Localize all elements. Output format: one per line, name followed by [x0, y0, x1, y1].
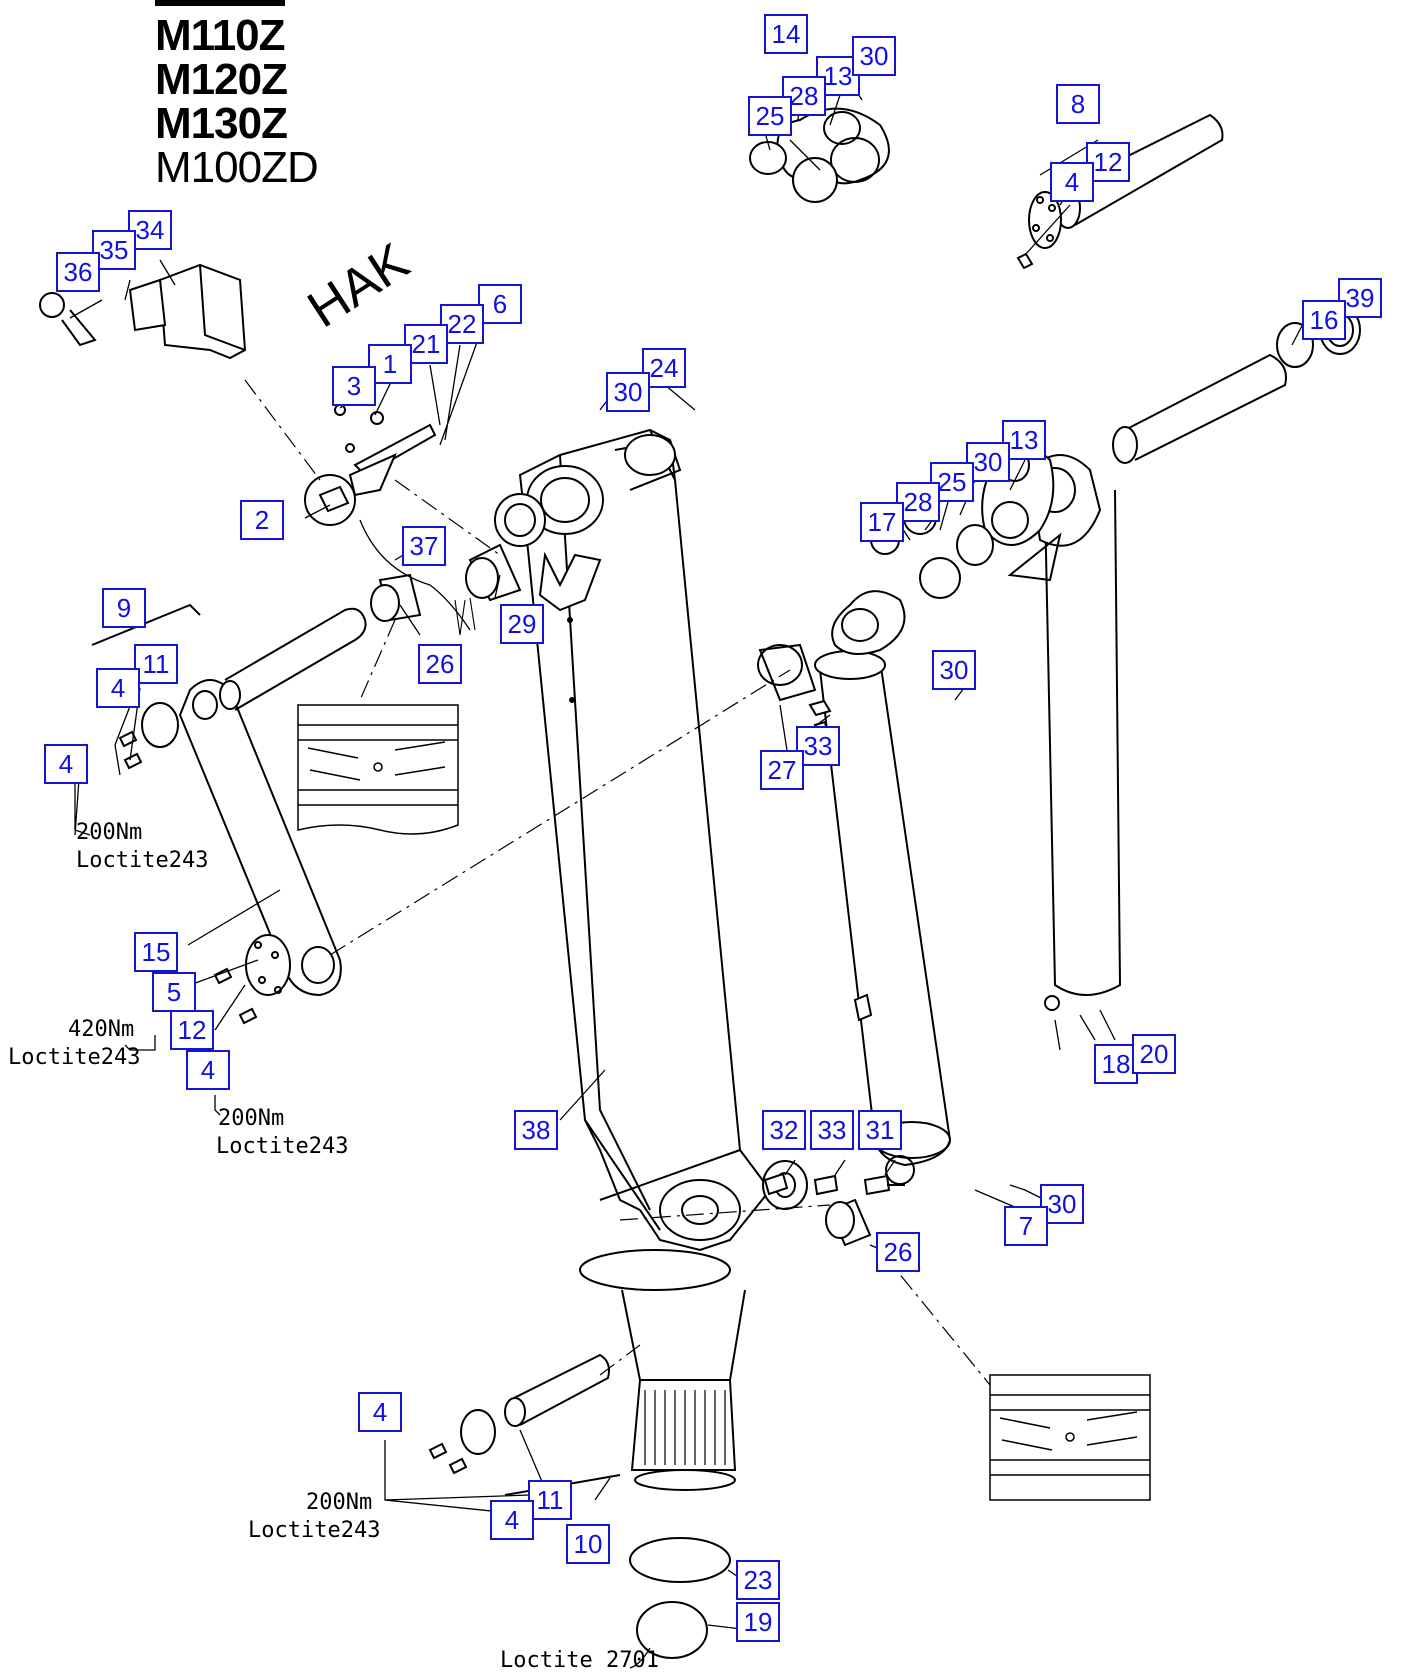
part-callout-25[interactable]: 25: [748, 96, 792, 136]
part-callout-2[interactable]: 2: [240, 500, 284, 540]
part-callout-19[interactable]: 19: [736, 1602, 780, 1642]
loctite-note-b: Loctite243: [8, 1045, 141, 1070]
model-title-m100zd: M100ZD: [155, 143, 319, 192]
part-callout-4[interactable]: 4: [96, 668, 140, 708]
part-callout-30[interactable]: 30: [852, 36, 896, 76]
part-callout-4[interactable]: 4: [358, 1392, 402, 1432]
part-callout-4[interactable]: 4: [186, 1050, 230, 1090]
cap-19: [636, 1601, 708, 1659]
part-callout-9[interactable]: 9: [102, 588, 146, 628]
part-callout-30[interactable]: 30: [606, 372, 650, 412]
part-callout-32[interactable]: 32: [762, 1110, 806, 1150]
part-callout-29[interactable]: 29: [500, 604, 544, 644]
main-boom: [494, 428, 808, 1491]
part-callout-37[interactable]: 37: [402, 526, 446, 566]
part-callout-36[interactable]: 36: [56, 252, 100, 292]
part-callout-8[interactable]: 8: [1056, 84, 1100, 124]
part-callout-33[interactable]: 33: [810, 1110, 854, 1150]
torque-note-200-b: 200Nm: [218, 1106, 285, 1131]
part-callout-30[interactable]: 30: [932, 650, 976, 690]
part-callout-7[interactable]: 7: [1004, 1206, 1048, 1246]
loctite-note-c: Loctite243: [216, 1134, 349, 1159]
section-detail-lower: [989, 1374, 1151, 1501]
part-callout-33[interactable]: 33: [796, 726, 840, 766]
part-callout-26[interactable]: 26: [418, 644, 462, 684]
part-callout-5[interactable]: 5: [152, 972, 196, 1012]
bushings-top: [359, 519, 522, 636]
part-callout-11[interactable]: 11: [134, 644, 178, 684]
part-callout-20[interactable]: 20: [1132, 1034, 1176, 1074]
part-callout-23[interactable]: 23: [736, 1560, 780, 1600]
pin-8: [1016, 113, 1224, 270]
part-callout-4[interactable]: 4: [490, 1500, 534, 1540]
model-title-m120z: M120Z: [155, 55, 288, 104]
part-callout-4[interactable]: 4: [1050, 162, 1094, 202]
part-callout-11[interactable]: 11: [528, 1480, 572, 1520]
part-callout-17[interactable]: 17: [860, 502, 904, 542]
part-callout-15[interactable]: 15: [134, 932, 178, 972]
pin-10: [428, 1353, 621, 1496]
torque-note-200-c: 200Nm: [306, 1490, 373, 1515]
torque-note-420: 420Nm: [68, 1017, 135, 1042]
part-callout-38[interactable]: 38: [514, 1110, 558, 1150]
loctite-note-d: Loctite243: [248, 1518, 381, 1543]
part-callout-12[interactable]: 12: [170, 1010, 214, 1050]
section-detail-upper: [297, 704, 459, 835]
part-callout-27[interactable]: 27: [760, 750, 804, 790]
part-callout-16[interactable]: 16: [1302, 300, 1346, 340]
torque-note-200-a: 200Nm: [76, 820, 143, 845]
part-callout-6[interactable]: 6: [478, 284, 522, 324]
loctite-note-a: Loctite243: [76, 848, 209, 873]
part-callout-31[interactable]: 31: [858, 1110, 902, 1150]
part-callout-10[interactable]: 10: [566, 1524, 610, 1564]
part-callout-26[interactable]: 26: [876, 1232, 920, 1272]
link-arm: [91, 603, 367, 1025]
switch-bracket: [304, 404, 437, 526]
fittings: [763, 1172, 905, 1247]
loctite-2701-note: Loctite 2701: [500, 1648, 659, 1673]
yoke-bushings: [749, 107, 890, 203]
model-title-m110z: M110Z: [155, 11, 286, 60]
model-title-m130z: M130Z: [155, 99, 288, 148]
sensor-bracket: [39, 263, 247, 360]
part-callout-14[interactable]: 14: [764, 14, 808, 54]
part-callout-3[interactable]: 3: [332, 366, 376, 406]
part-callout-4[interactable]: 4: [44, 744, 88, 784]
cylinder-barrel: [757, 590, 952, 1185]
part-callout-39[interactable]: 39: [1338, 278, 1382, 318]
ring-23: [629, 1537, 731, 1583]
